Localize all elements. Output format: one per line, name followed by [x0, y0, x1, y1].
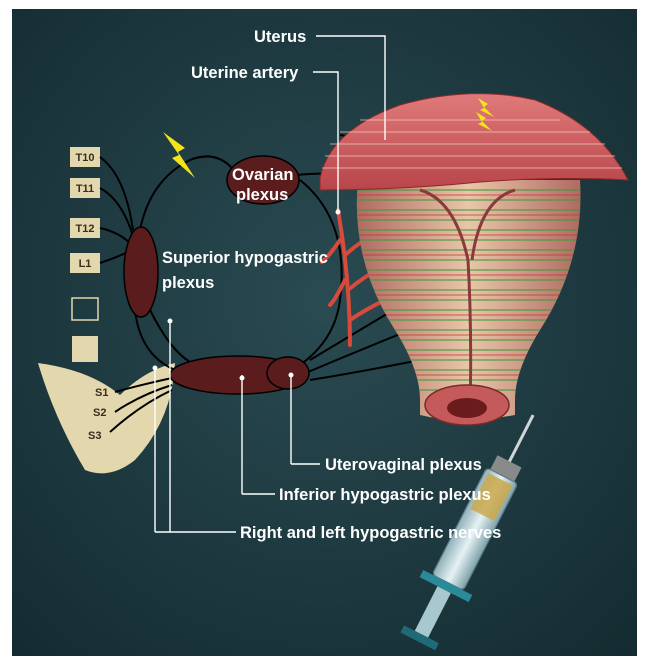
leader-dot: [240, 376, 245, 381]
leader-dot: [153, 366, 158, 371]
leader-dot: [289, 373, 294, 378]
label-hypogastric-nerves: Right and left hypogastric nerves: [240, 524, 501, 542]
label-superior-hypogastric-1: Superior hypogastric: [162, 249, 328, 267]
label-ovarian-plexus-1: Ovarian: [232, 166, 293, 184]
sacral-label-s1: S1: [95, 387, 108, 399]
vertebra-block: [72, 336, 98, 362]
vertebra-t10: T10: [70, 147, 100, 167]
label-ovarian-plexus-2: plexus: [236, 186, 288, 204]
vertebra-l1: L1: [70, 253, 100, 273]
label-uterine-artery: Uterine artery: [191, 64, 299, 82]
leader-dot: [168, 319, 173, 324]
label-uterovaginal-plexus: Uterovaginal plexus: [325, 456, 482, 474]
sacral-label-s3: S3: [88, 430, 101, 442]
vertebra-t11: T11: [70, 178, 100, 198]
diagram-frame: T10 T11 T12 L1 S1 S2 S3: [12, 9, 637, 656]
label-uterus: Uterus: [254, 28, 306, 46]
vertebra-label: T12: [76, 223, 95, 235]
uterovaginal-plexus: [267, 357, 309, 389]
pelvic-innervation-diagram: T10 T11 T12 L1 S1 S2 S3: [12, 9, 637, 656]
vertebra-label: T11: [76, 183, 94, 195]
label-superior-hypogastric-2: plexus: [162, 274, 214, 292]
sacral-label-s2: S2: [93, 407, 106, 419]
superior-hypogastric-plexus: [124, 227, 158, 317]
vertebra-label: L1: [79, 258, 92, 270]
vertebra-label: T10: [76, 152, 95, 164]
leader-dot: [336, 210, 341, 215]
vertebra-t12: T12: [70, 218, 100, 238]
cervical-os: [447, 398, 487, 418]
label-inferior-hypogastric-plexus: Inferior hypogastric plexus: [279, 486, 491, 504]
